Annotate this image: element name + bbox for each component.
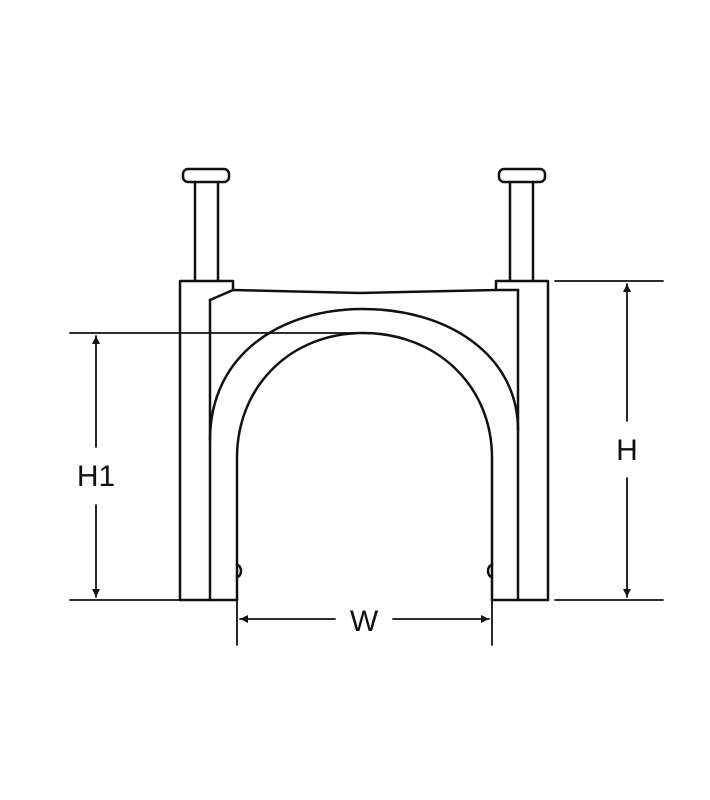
dimension-extension-lines <box>69 280 664 646</box>
cable-arch <box>208 307 520 602</box>
h1-label: H1 <box>77 460 115 493</box>
cable-clip-body <box>178 279 550 602</box>
nail-right <box>497 167 547 283</box>
h-label: H <box>616 434 638 467</box>
nail-left <box>181 167 231 283</box>
w-label: W <box>350 605 379 638</box>
